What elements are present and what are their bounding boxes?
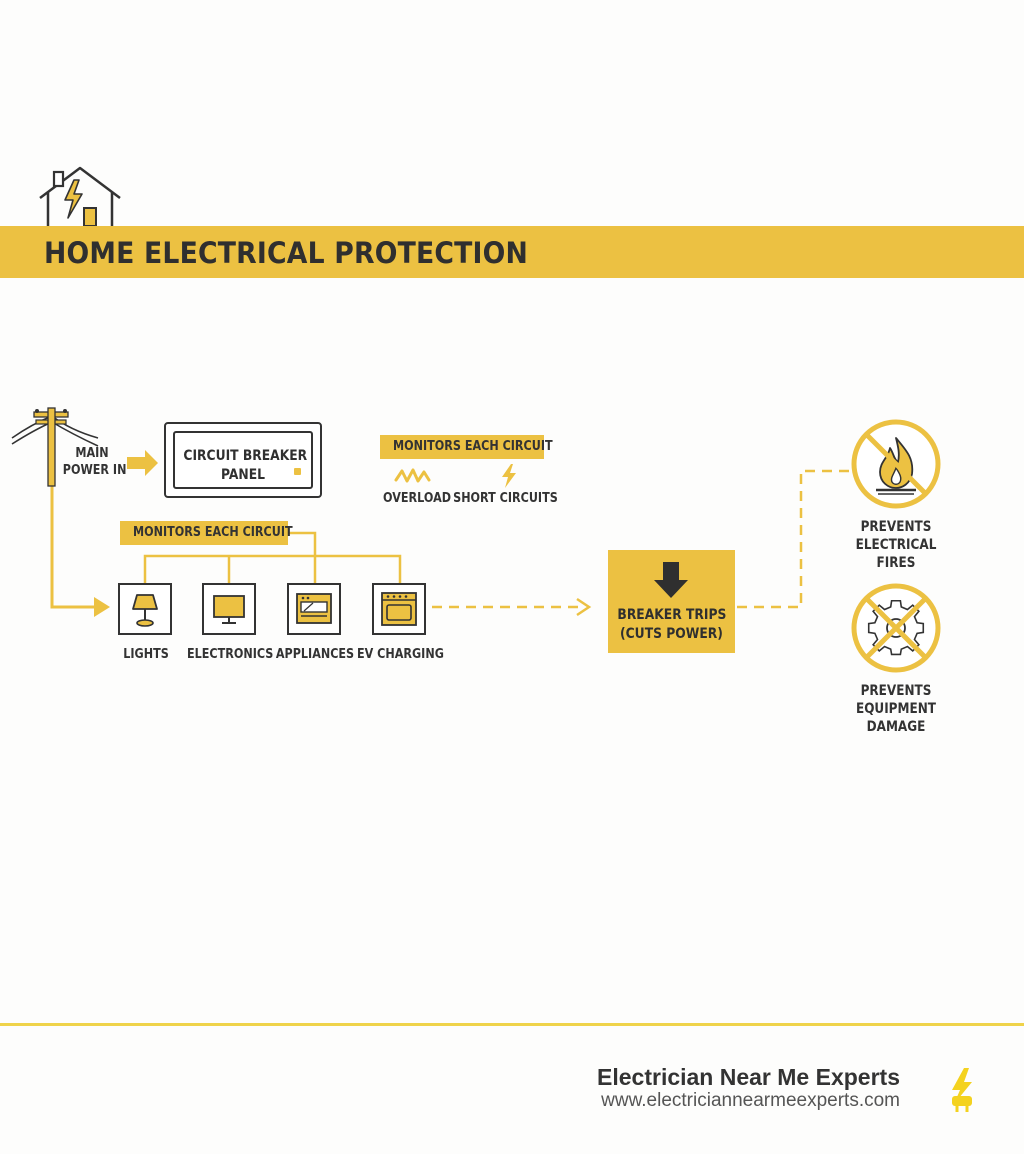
appliances-label: APPLIANCES bbox=[275, 647, 355, 662]
footer-divider bbox=[0, 1023, 1024, 1026]
monitor-tag-top-label: MONITORS EACH CIRCUIT bbox=[392, 439, 553, 454]
panel-label-2: PANEL bbox=[220, 467, 265, 483]
plug-bolt-icon bbox=[952, 1068, 972, 1112]
lamp-icon bbox=[132, 594, 158, 627]
lightning-icon bbox=[502, 464, 516, 488]
device-electronics bbox=[202, 583, 256, 635]
prevents-damage-label-2: EQUIPMENT bbox=[855, 701, 937, 717]
monitor-tag-bottom-label: MONITORS EACH CIRCUIT bbox=[132, 525, 293, 540]
house-bolt-icon bbox=[39, 166, 121, 227]
oven-icon bbox=[381, 592, 417, 626]
electronics-label: ELECTRONICS bbox=[187, 647, 274, 662]
monitor-icon bbox=[213, 595, 245, 624]
zigzag-icon bbox=[394, 468, 431, 483]
page-title: HOME ELECTRICAL PROTECTION bbox=[44, 236, 529, 270]
title-banner bbox=[0, 226, 1024, 278]
brand-url[interactable]: www.electriciannearmeexperts.com bbox=[601, 1090, 900, 1111]
panel-label-1: CIRCUIT BREAKER bbox=[183, 448, 308, 464]
device-lights bbox=[118, 583, 172, 635]
utility-pole-icon bbox=[11, 407, 99, 487]
main-power-label-1: MAIN bbox=[75, 446, 109, 461]
monitor-tag-top: MONITORS EACH CIRCUIT bbox=[380, 435, 553, 459]
lights-label: LIGHTS bbox=[123, 647, 169, 662]
device-appliances bbox=[287, 583, 341, 635]
circuit-breaker-panel: CIRCUIT BREAKER PANEL bbox=[164, 422, 322, 498]
breaker-trips-box: BREAKER TRIPS (CUTS POWER) bbox=[608, 550, 735, 653]
panel-indicator bbox=[294, 468, 301, 475]
no-fire-icon bbox=[851, 419, 941, 509]
ev-charging-label: EV CHARGING bbox=[357, 647, 444, 662]
overload-label: OVERLOAD bbox=[383, 491, 452, 506]
down-arrow-icon bbox=[654, 562, 688, 598]
prevents-damage-label-1: PREVENTS bbox=[860, 683, 932, 699]
prevents-fires-label-2: ELECTRICAL bbox=[855, 537, 937, 553]
monitor-tag-bottom: MONITORS EACH CIRCUIT bbox=[120, 521, 293, 545]
microwave-icon bbox=[296, 593, 332, 624]
prevents-damage-label-3: DAMAGE bbox=[866, 719, 926, 735]
panel-inner-frame: CIRCUIT BREAKER PANEL bbox=[173, 431, 313, 489]
brand-name: Electrician Near Me Experts bbox=[597, 1064, 900, 1090]
breaker-trips-label-1: BREAKER TRIPS bbox=[617, 607, 726, 623]
no-gear-icon bbox=[851, 583, 941, 673]
prevents-fires-label-3: FIRES bbox=[876, 555, 916, 571]
short-circuits-label: SHORT CIRCUITS bbox=[453, 491, 558, 506]
prevents-fires-label-1: PREVENTS bbox=[860, 519, 932, 535]
device-ev-charging bbox=[372, 583, 426, 635]
main-power-label-2: POWER IN bbox=[62, 463, 127, 478]
breaker-trips-label-2: (CUTS POWER) bbox=[620, 626, 723, 642]
flow-connectors bbox=[50, 450, 850, 617]
